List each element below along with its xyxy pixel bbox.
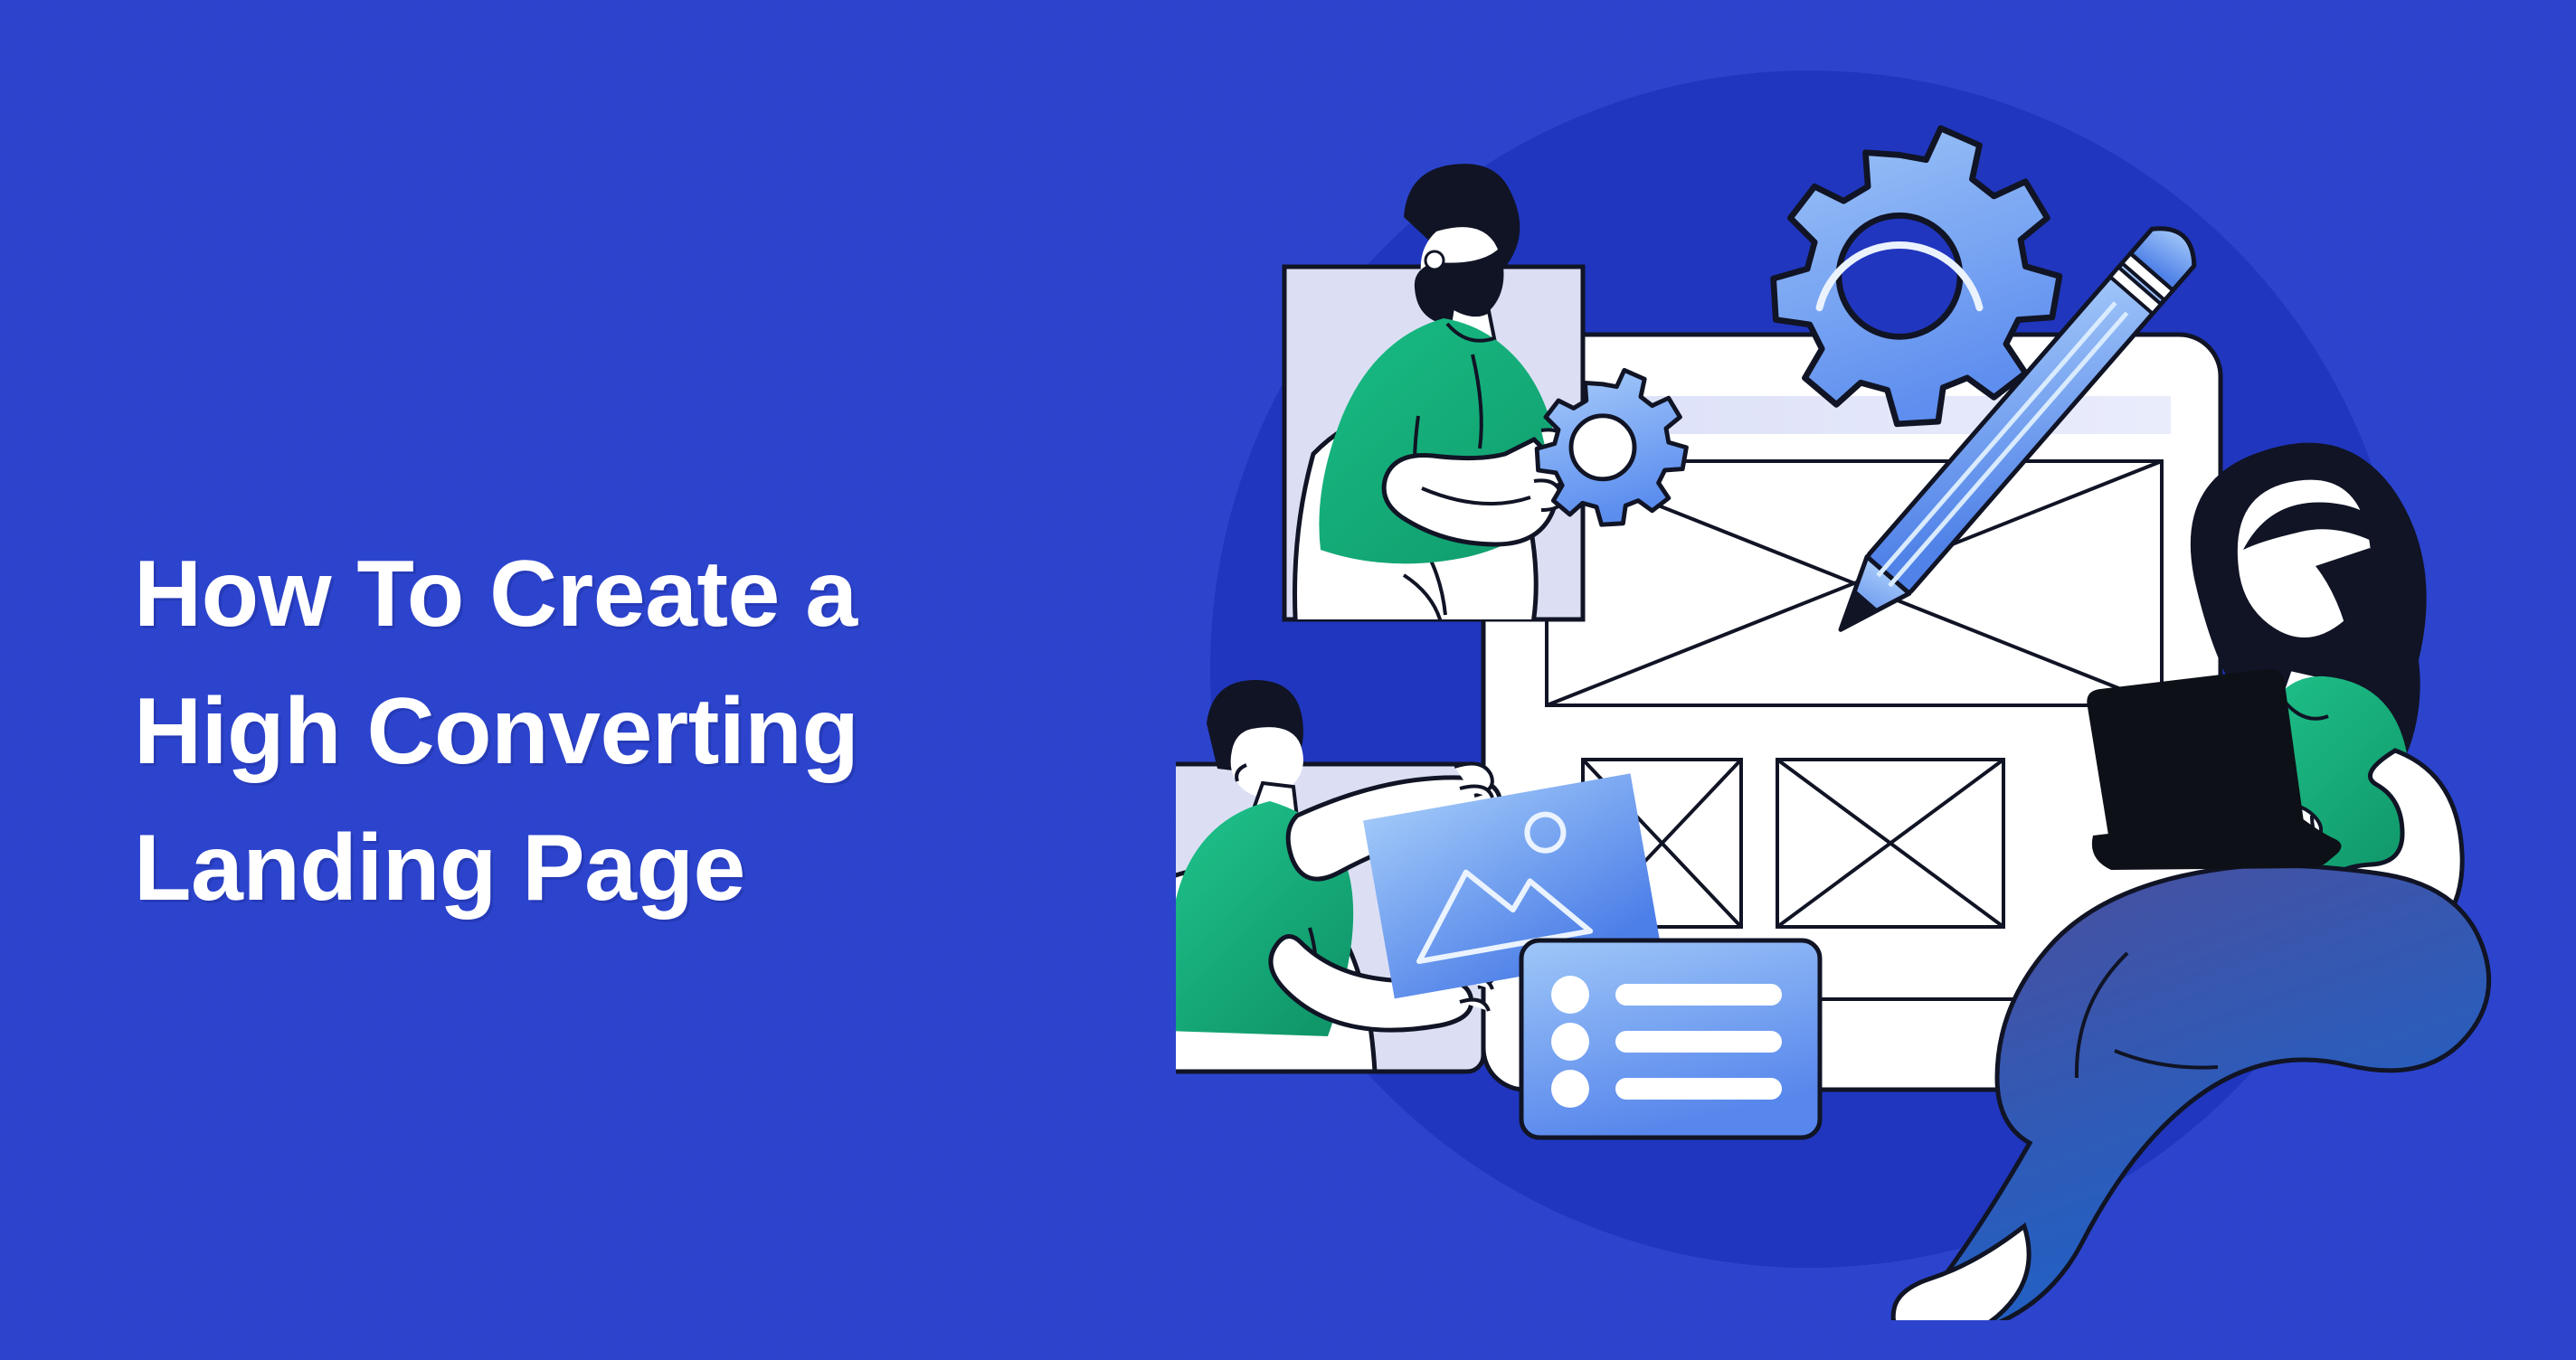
large-gear-icon (1770, 125, 2063, 428)
checklist-card (1519, 938, 1823, 1140)
person-with-laptop (1890, 442, 2492, 1320)
headline-line-3: Landing Page (134, 816, 745, 921)
woman-pants (1909, 863, 2492, 1320)
page-title: How To Create a High Converting Landing … (134, 526, 1111, 938)
laptop (2087, 668, 2342, 870)
checklist-row (1551, 1023, 1782, 1061)
pencil-icon (1838, 226, 2197, 632)
person-bearded-designer (1282, 164, 1586, 622)
woman-shoe (1890, 1222, 2031, 1320)
checklist-row (1551, 976, 1782, 1014)
headline-line-1: How To Create a (134, 541, 857, 647)
designer2-face (1230, 727, 1303, 798)
designer2-hand-top (1454, 761, 1494, 798)
wireframe-box-right (1776, 758, 2005, 929)
photo-glyph-icon (1416, 811, 1594, 965)
hero-illustration (1176, 36, 2551, 1320)
small-gear-icon (1534, 367, 1689, 527)
checklist-row (1551, 1070, 1782, 1108)
headline-line-2: High Converting (134, 678, 859, 784)
